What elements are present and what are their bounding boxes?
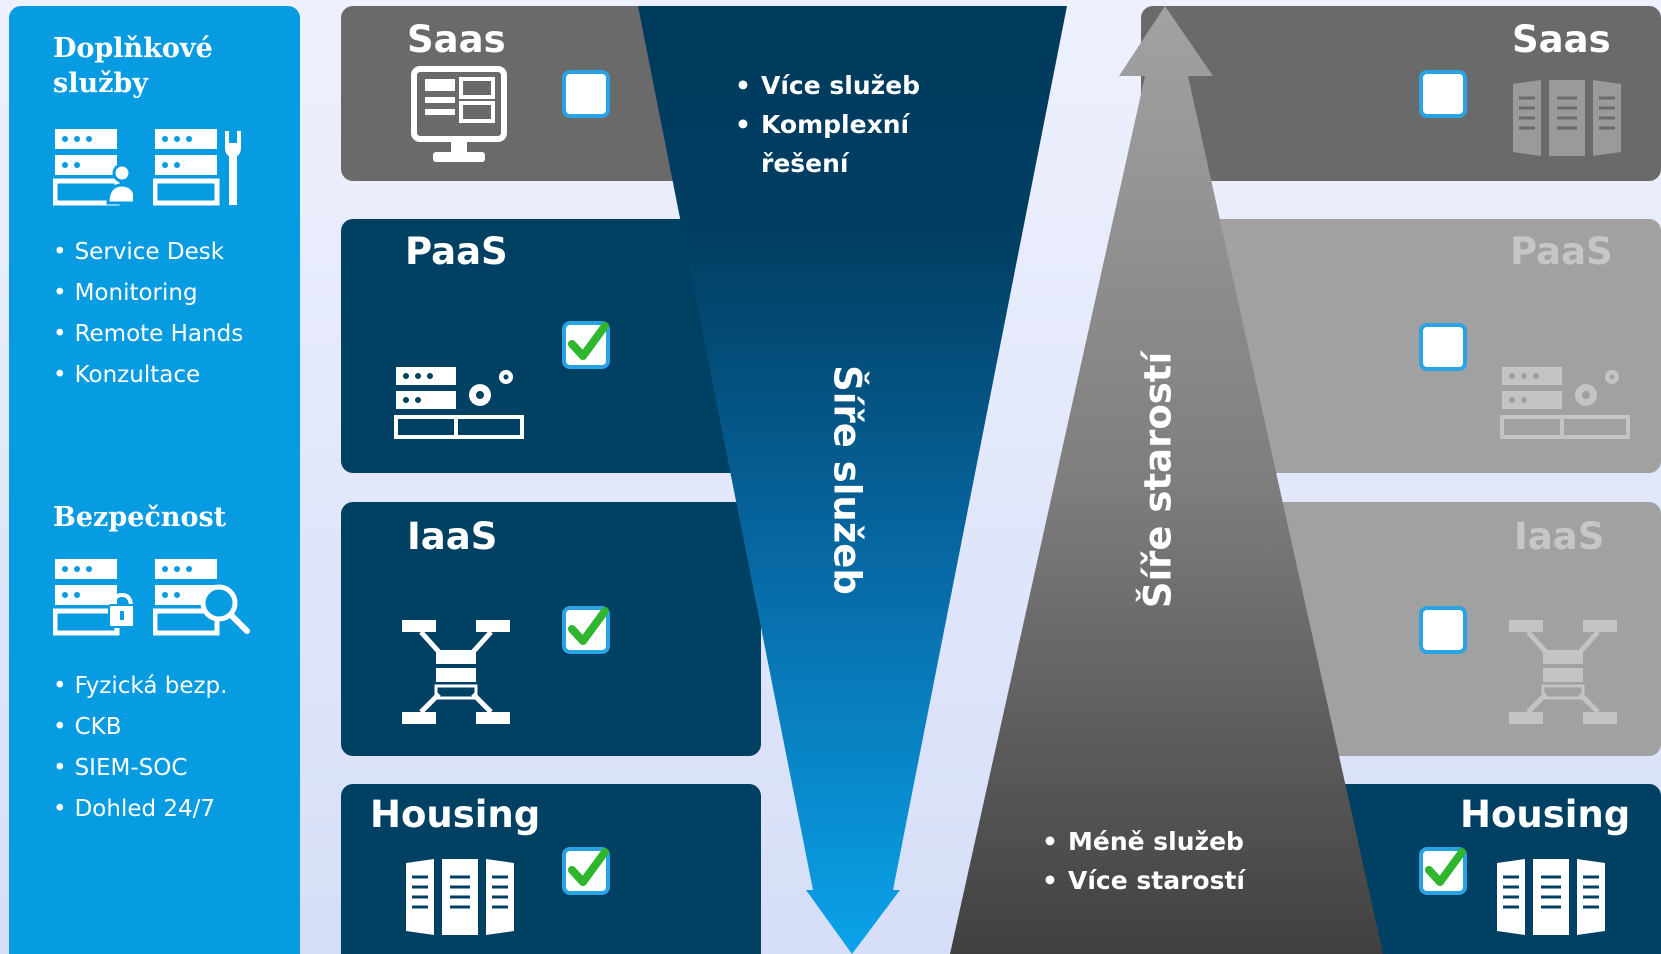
list-item: Konzultace bbox=[53, 355, 243, 396]
left-saas-checkbox[interactable] bbox=[561, 69, 611, 119]
addon-services-list: Service Desk Monitoring Remote Hands Kon… bbox=[53, 232, 244, 396]
left-panel-iaas bbox=[341, 502, 761, 756]
list-item: Monitoring bbox=[53, 273, 243, 314]
rack-cabinet-icon bbox=[406, 859, 514, 935]
left-paas-title: PaaS bbox=[405, 230, 508, 273]
right-saas-title: Saas bbox=[1512, 18, 1611, 61]
left-panel-paas bbox=[341, 219, 761, 473]
right-housing-title: Housing bbox=[1460, 793, 1631, 836]
list-item: SIEM-SOC bbox=[53, 748, 227, 789]
list-item: Méně služeb bbox=[1042, 822, 1322, 861]
left-housing-checkbox[interactable] bbox=[561, 846, 611, 896]
server-search-icon bbox=[153, 559, 250, 636]
left-saas-title: Saas bbox=[407, 18, 506, 61]
server-tools-icon bbox=[153, 129, 241, 206]
network-server-icon bbox=[1509, 620, 1617, 724]
list-item: Více starostí bbox=[1042, 861, 1322, 900]
list-item: CKB bbox=[53, 707, 227, 748]
down-arrow-bullets: Více služeb Komplexní řešení bbox=[735, 66, 975, 183]
left-iaas-title: IaaS bbox=[407, 515, 498, 558]
left-paas-checkbox[interactable] bbox=[561, 320, 611, 370]
right-paas-checkbox[interactable] bbox=[1418, 322, 1468, 372]
left-iaas-checkbox[interactable] bbox=[561, 605, 611, 655]
left-housing-title: Housing bbox=[370, 793, 541, 836]
up-arrow-label: Šíře starostí bbox=[1136, 351, 1180, 609]
right-housing-checkbox[interactable] bbox=[1418, 846, 1468, 896]
up-arrow-shape bbox=[950, 6, 1383, 954]
rack-cabinet-icon bbox=[1513, 80, 1621, 156]
right-paas-title: PaaS bbox=[1510, 230, 1613, 273]
list-item: Více služeb bbox=[735, 66, 975, 105]
right-panel-paas bbox=[1141, 219, 1661, 473]
down-arrow-shape bbox=[638, 6, 1067, 954]
security-list: Fyzická bezp. CKB SIEM-SOC Dohled 24/7 bbox=[53, 666, 228, 830]
list-item: Dohled 24/7 bbox=[53, 789, 227, 830]
security-title: Bezpečnost bbox=[53, 502, 227, 533]
addon-services-title: Doplňkové služby bbox=[53, 33, 213, 99]
server-gears-icon bbox=[394, 367, 524, 439]
server-gears-icon bbox=[1500, 367, 1630, 439]
right-saas-checkbox[interactable] bbox=[1418, 69, 1468, 119]
up-arrow-bullets: Méně služeb Více starostí bbox=[1042, 822, 1322, 900]
rack-cabinet-icon bbox=[1497, 859, 1605, 935]
right-iaas-checkbox[interactable] bbox=[1418, 605, 1468, 655]
list-item: Remote Hands bbox=[53, 314, 244, 355]
server-lock-icon bbox=[53, 559, 133, 636]
down-arrow-label: Šíře služeb bbox=[825, 365, 869, 595]
network-server-icon bbox=[402, 620, 510, 724]
list-item: Service Desk bbox=[53, 232, 243, 273]
monitor-app-icon bbox=[411, 66, 507, 162]
sidebar-panel: Doplňkové služby Service Desk Monitoring… bbox=[9, 6, 300, 954]
list-item: Komplexní řešení bbox=[735, 105, 975, 183]
server-user-icon bbox=[53, 129, 133, 206]
right-iaas-title: IaaS bbox=[1514, 515, 1605, 558]
list-item: Fyzická bezp. bbox=[53, 666, 228, 707]
